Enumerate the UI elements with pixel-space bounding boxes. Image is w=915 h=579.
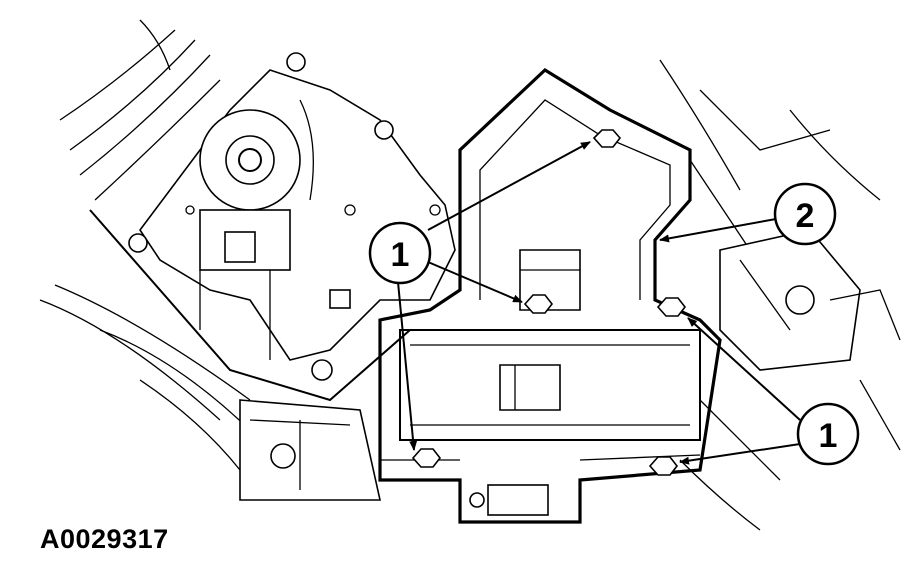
actuator-assembly <box>128 52 456 381</box>
leader-1-to-nut-top <box>427 141 591 231</box>
actuator-screw-right <box>374 120 394 140</box>
callout-label: 1 <box>391 236 410 274</box>
lower-left-bracket <box>239 399 381 501</box>
nut-top <box>592 129 622 148</box>
actuator-screw-bottom <box>311 359 333 381</box>
case-center-tab <box>499 364 561 411</box>
callout-label: 1 <box>819 417 838 455</box>
leader-lines <box>397 141 801 465</box>
leader-1-to-nut-middle <box>427 261 523 303</box>
leader-1-to-nut-lower-left <box>397 281 418 451</box>
case-lower-tab <box>487 484 549 516</box>
nut-lower-right <box>648 456 679 476</box>
background-lines-right <box>659 59 901 531</box>
background-lines-left <box>39 19 411 471</box>
callout-2: 2 <box>773 182 837 246</box>
motor-hub <box>225 135 275 185</box>
figure-id-label: A0029317 <box>40 524 169 554</box>
nut-right <box>656 297 687 317</box>
leader-1-to-nut-right <box>687 317 801 421</box>
nut-middle <box>523 294 554 314</box>
callout-label: 2 <box>796 197 815 235</box>
nut-lower-left <box>411 448 442 468</box>
case-outline <box>378 67 722 524</box>
actuator-screw-top <box>286 52 306 72</box>
leader-2-to-case <box>659 218 777 243</box>
leader-1-to-nut-lower-right <box>679 443 801 465</box>
callout-1-left: 1 <box>368 221 432 285</box>
callout-1-right: 1 <box>796 402 860 466</box>
nuts <box>411 129 687 476</box>
actuator-screw-left <box>128 233 148 253</box>
